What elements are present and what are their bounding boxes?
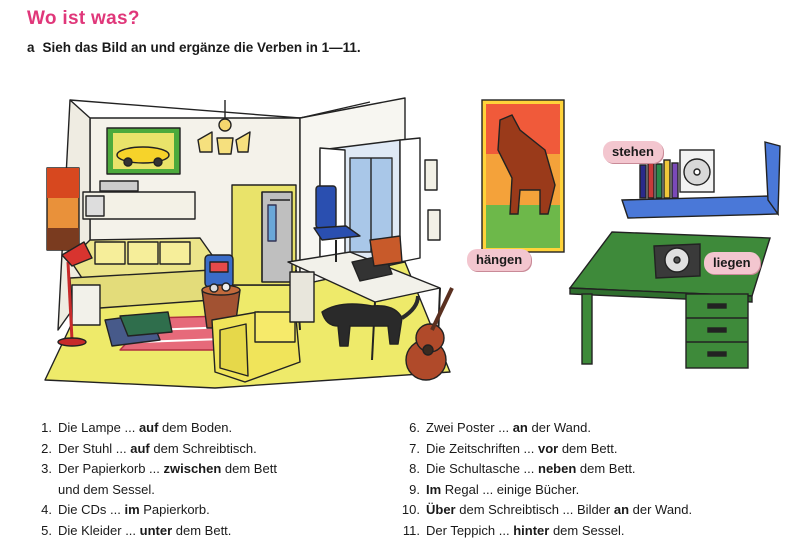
exercise-item: 5.Die Kleider ... unter dem Bett.	[41, 522, 232, 538]
exercise-item: 8.Die Schultasche ... neben dem Bett.	[409, 461, 636, 476]
room-scene	[44, 97, 454, 389]
exercise-list-left: 1.Die Lampe ... auf dem Boden. 2.Der Stu…	[30, 418, 277, 541]
green-desk	[568, 231, 771, 369]
task-instruction: a Sieh das Bild an und ergänze die Verben…	[27, 40, 361, 55]
exercise-item: 7.Die Zeitschriften ... vor dem Bett.	[409, 440, 618, 456]
exercise-list-right: 6.Zwei Poster ... an der Wand. 7.Die Zei…	[398, 418, 692, 541]
horse-poster	[481, 99, 565, 253]
task-letter: a	[27, 40, 35, 55]
exercise-item: 3.Der Papierkorb ... zwischen dem Bett	[41, 461, 277, 476]
exercise-item: 1.Die Lampe ... auf dem Boden.	[41, 420, 233, 435]
wall-shelf	[621, 141, 781, 219]
page-title: Wo ist was?	[27, 8, 140, 29]
label-stehen: stehen	[603, 141, 663, 163]
exercise-item: 4.Die CDs ... im Papierkorb.	[41, 502, 210, 517]
exercise-item: 11.Der Teppich ... hinter dem Sessel.	[402, 522, 625, 538]
exercise-item: 2.Der Stuhl ... auf dem Schreibtisch.	[41, 440, 257, 456]
label-haengen: hängen	[467, 249, 532, 271]
exercise-item-continuation: und dem Sessel.	[58, 481, 155, 497]
exercise-item: 6.Zwei Poster ... an der Wand.	[409, 420, 591, 435]
label-liegen: liegen	[704, 252, 760, 274]
task-text: Sieh das Bild an und ergänze die Verben …	[42, 40, 361, 55]
exercise-item: 9.Im Regal ... einige Bücher.	[409, 481, 580, 497]
exercise-item: 10.Über dem Schreibtisch ... Bilder an d…	[401, 502, 693, 517]
